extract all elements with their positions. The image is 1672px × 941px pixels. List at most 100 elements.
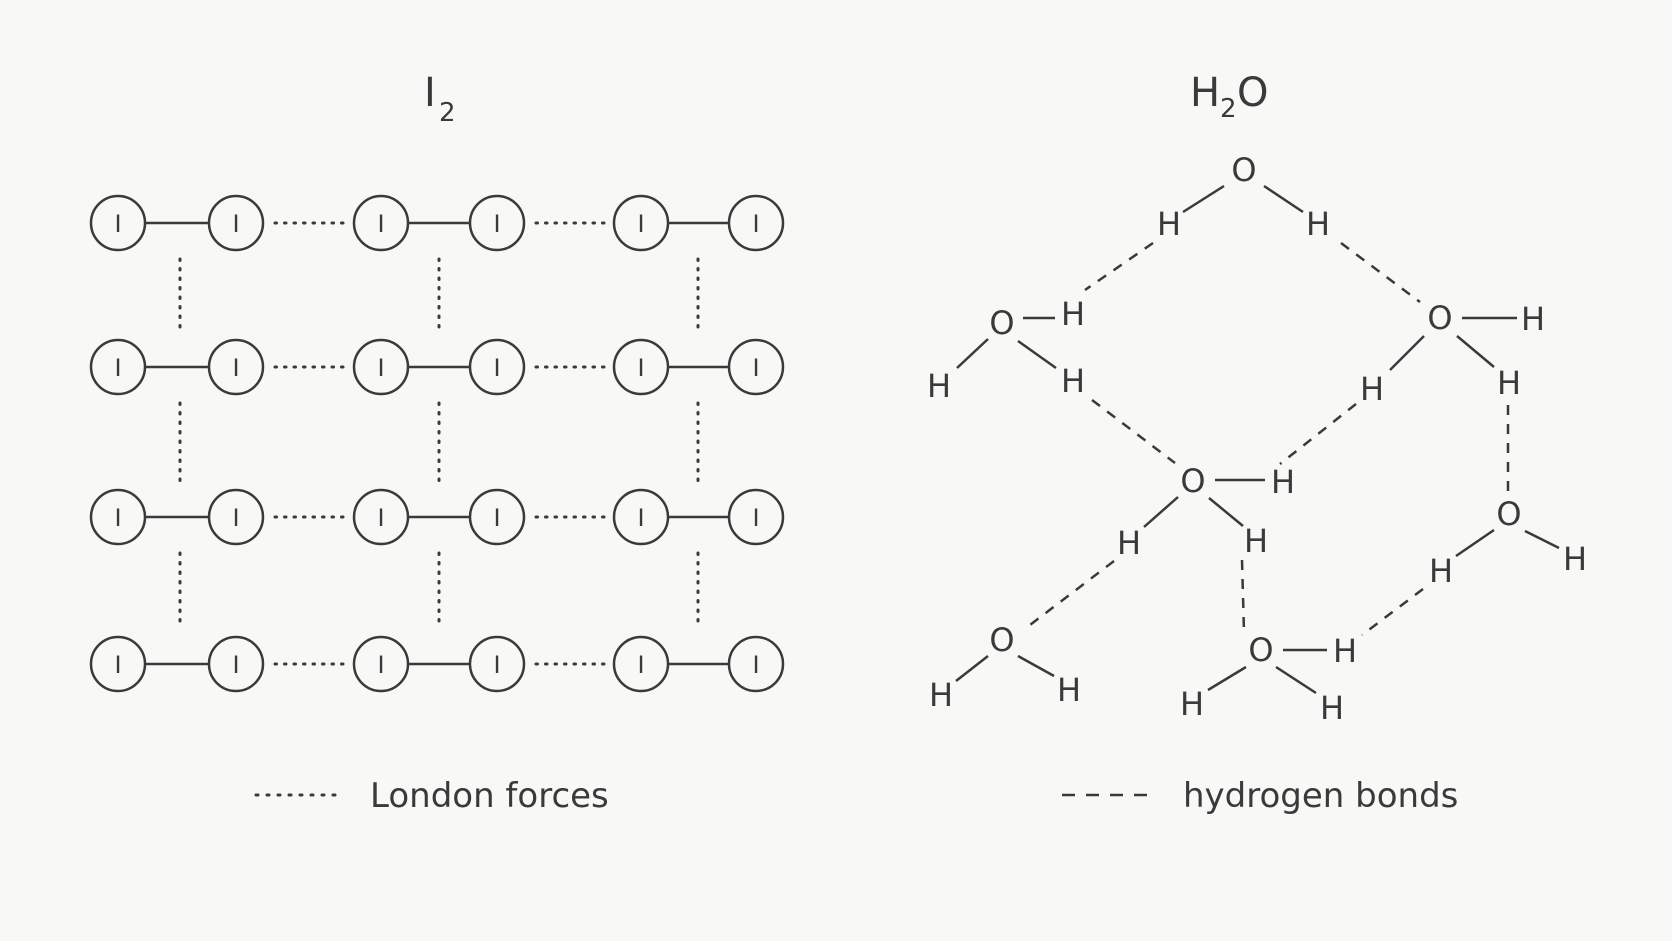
iodine-atom-label: I (232, 651, 239, 679)
iodine-atom (89, 488, 147, 546)
iodine-title: I 2 (424, 70, 456, 128)
hydrogen-bond (1279, 403, 1357, 465)
hydrogen-atom: H (1563, 540, 1587, 578)
iodine-atom-label: I (752, 504, 759, 532)
iodine-atom (89, 338, 147, 396)
hydrogen-atom: H (1057, 671, 1081, 709)
hydrogen-atom: H (1497, 364, 1521, 402)
oh-covalent-bond (1207, 665, 1247, 692)
hydrogen-atom: H (1306, 205, 1330, 243)
iodine-atom (207, 488, 265, 546)
oh-covalent-bond (1389, 335, 1425, 371)
oh-covalent-bond (955, 655, 989, 682)
water-title-h: H (1190, 70, 1220, 116)
hydrogen-atom: H (1429, 552, 1453, 590)
water-title: H 2 O (1190, 70, 1268, 124)
iodine-atom (352, 194, 410, 252)
hydrogen-bond (1361, 588, 1424, 636)
iodine-atom-label: I (493, 210, 500, 238)
hydrogen-atom: H (1061, 295, 1085, 333)
iodine-atom-label: I (493, 504, 500, 532)
iodine-atom (612, 338, 670, 396)
iodine-atom (612, 194, 670, 252)
iodine-atom-label: I (377, 354, 384, 382)
iodine-atom (352, 635, 410, 693)
iodine-atom-label: I (752, 354, 759, 382)
iodine-atom (468, 338, 526, 396)
iodine-atom (207, 338, 265, 396)
iodine-atom-label: I (232, 210, 239, 238)
iodine-atom-label: I (377, 504, 384, 532)
iodine-atom (468, 635, 526, 693)
iodine-atom (468, 488, 526, 546)
iodine-atom (207, 194, 265, 252)
oh-covalent-bond (956, 338, 989, 369)
iodine-atom-label: I (232, 354, 239, 382)
iodine-atom (89, 194, 147, 252)
iodine-atom (468, 194, 526, 252)
oxygen-atom: O (989, 621, 1014, 659)
iodine-atom-label: I (637, 504, 644, 532)
iodine-atom-label: I (752, 651, 759, 679)
oxygen-atom: O (1248, 631, 1273, 669)
iodine-atom-label: I (637, 651, 644, 679)
oh-covalent-bond (1275, 665, 1317, 695)
oh-covalent-bond (1263, 184, 1304, 214)
iodine-atom-label: I (114, 651, 121, 679)
oxygen-atom: O (1496, 495, 1521, 533)
hydrogen-atom: H (1320, 689, 1344, 727)
oxygen-atom: O (1427, 299, 1452, 337)
iodine-title-subscript: 2 (439, 98, 456, 128)
oh-covalent-bond (1017, 654, 1055, 678)
hydrogen-bond (1025, 560, 1115, 629)
oh-covalent-bond (1182, 184, 1225, 214)
oh-covalent-bond (1208, 497, 1244, 527)
iodine-atom-label: I (752, 210, 759, 238)
hydrogen-bond (1240, 559, 1246, 633)
iodine-atom-label: I (114, 504, 121, 532)
iodine-atom (89, 635, 147, 693)
iodine-atom (207, 635, 265, 693)
hydrogen-bond (1091, 399, 1176, 464)
hydrogen-atom: H (1333, 632, 1357, 670)
hydrogen-bond (1084, 241, 1154, 292)
legend: London forces hydrogen bonds (254, 776, 1458, 816)
iodine-atom (352, 488, 410, 546)
oxygen-atom: O (1180, 462, 1205, 500)
hydrogen-atom: H (929, 676, 953, 714)
legend-hbond-label: hydrogen bonds (1183, 776, 1458, 816)
oh-covalent-bond (1524, 529, 1560, 550)
iodine-atom (612, 635, 670, 693)
iodine-atom-label: I (637, 210, 644, 238)
iodine-atom (727, 488, 785, 546)
hydrogen-atom: H (1521, 300, 1545, 338)
iodine-atom (727, 194, 785, 252)
iodine-atom-label: I (377, 210, 384, 238)
iodine-atom-label: I (114, 354, 121, 382)
oh-covalent-bond (1143, 496, 1179, 528)
hydrogen-atom: H (927, 367, 951, 405)
hydrogen-atom: H (1117, 524, 1141, 562)
oh-covalent-bond (1455, 528, 1495, 558)
iodine-title-symbol: I (424, 70, 436, 116)
water-title-subscript: 2 (1220, 94, 1237, 124)
hydrogen-atom: H (1061, 362, 1085, 400)
hydrogen-atom: H (1157, 205, 1181, 243)
water-title-o: O (1237, 70, 1268, 116)
oxygen-atom: O (989, 304, 1014, 342)
oh-covalent-bond (1017, 339, 1057, 370)
iodine-atom-label: I (232, 504, 239, 532)
hydrogen-atom: H (1244, 522, 1268, 560)
iodine-atom-label: I (493, 651, 500, 679)
hydrogen-atom: H (1180, 685, 1204, 723)
hydrogen-atom: H (1271, 463, 1295, 501)
hydrogen-bond (1340, 241, 1421, 304)
oh-covalent-bond (1456, 335, 1495, 368)
iodine-atom (612, 488, 670, 546)
iodine-atom-label: I (114, 210, 121, 238)
hydrogen-atom: H (1360, 370, 1384, 408)
iodine-atom-label: I (377, 651, 384, 679)
